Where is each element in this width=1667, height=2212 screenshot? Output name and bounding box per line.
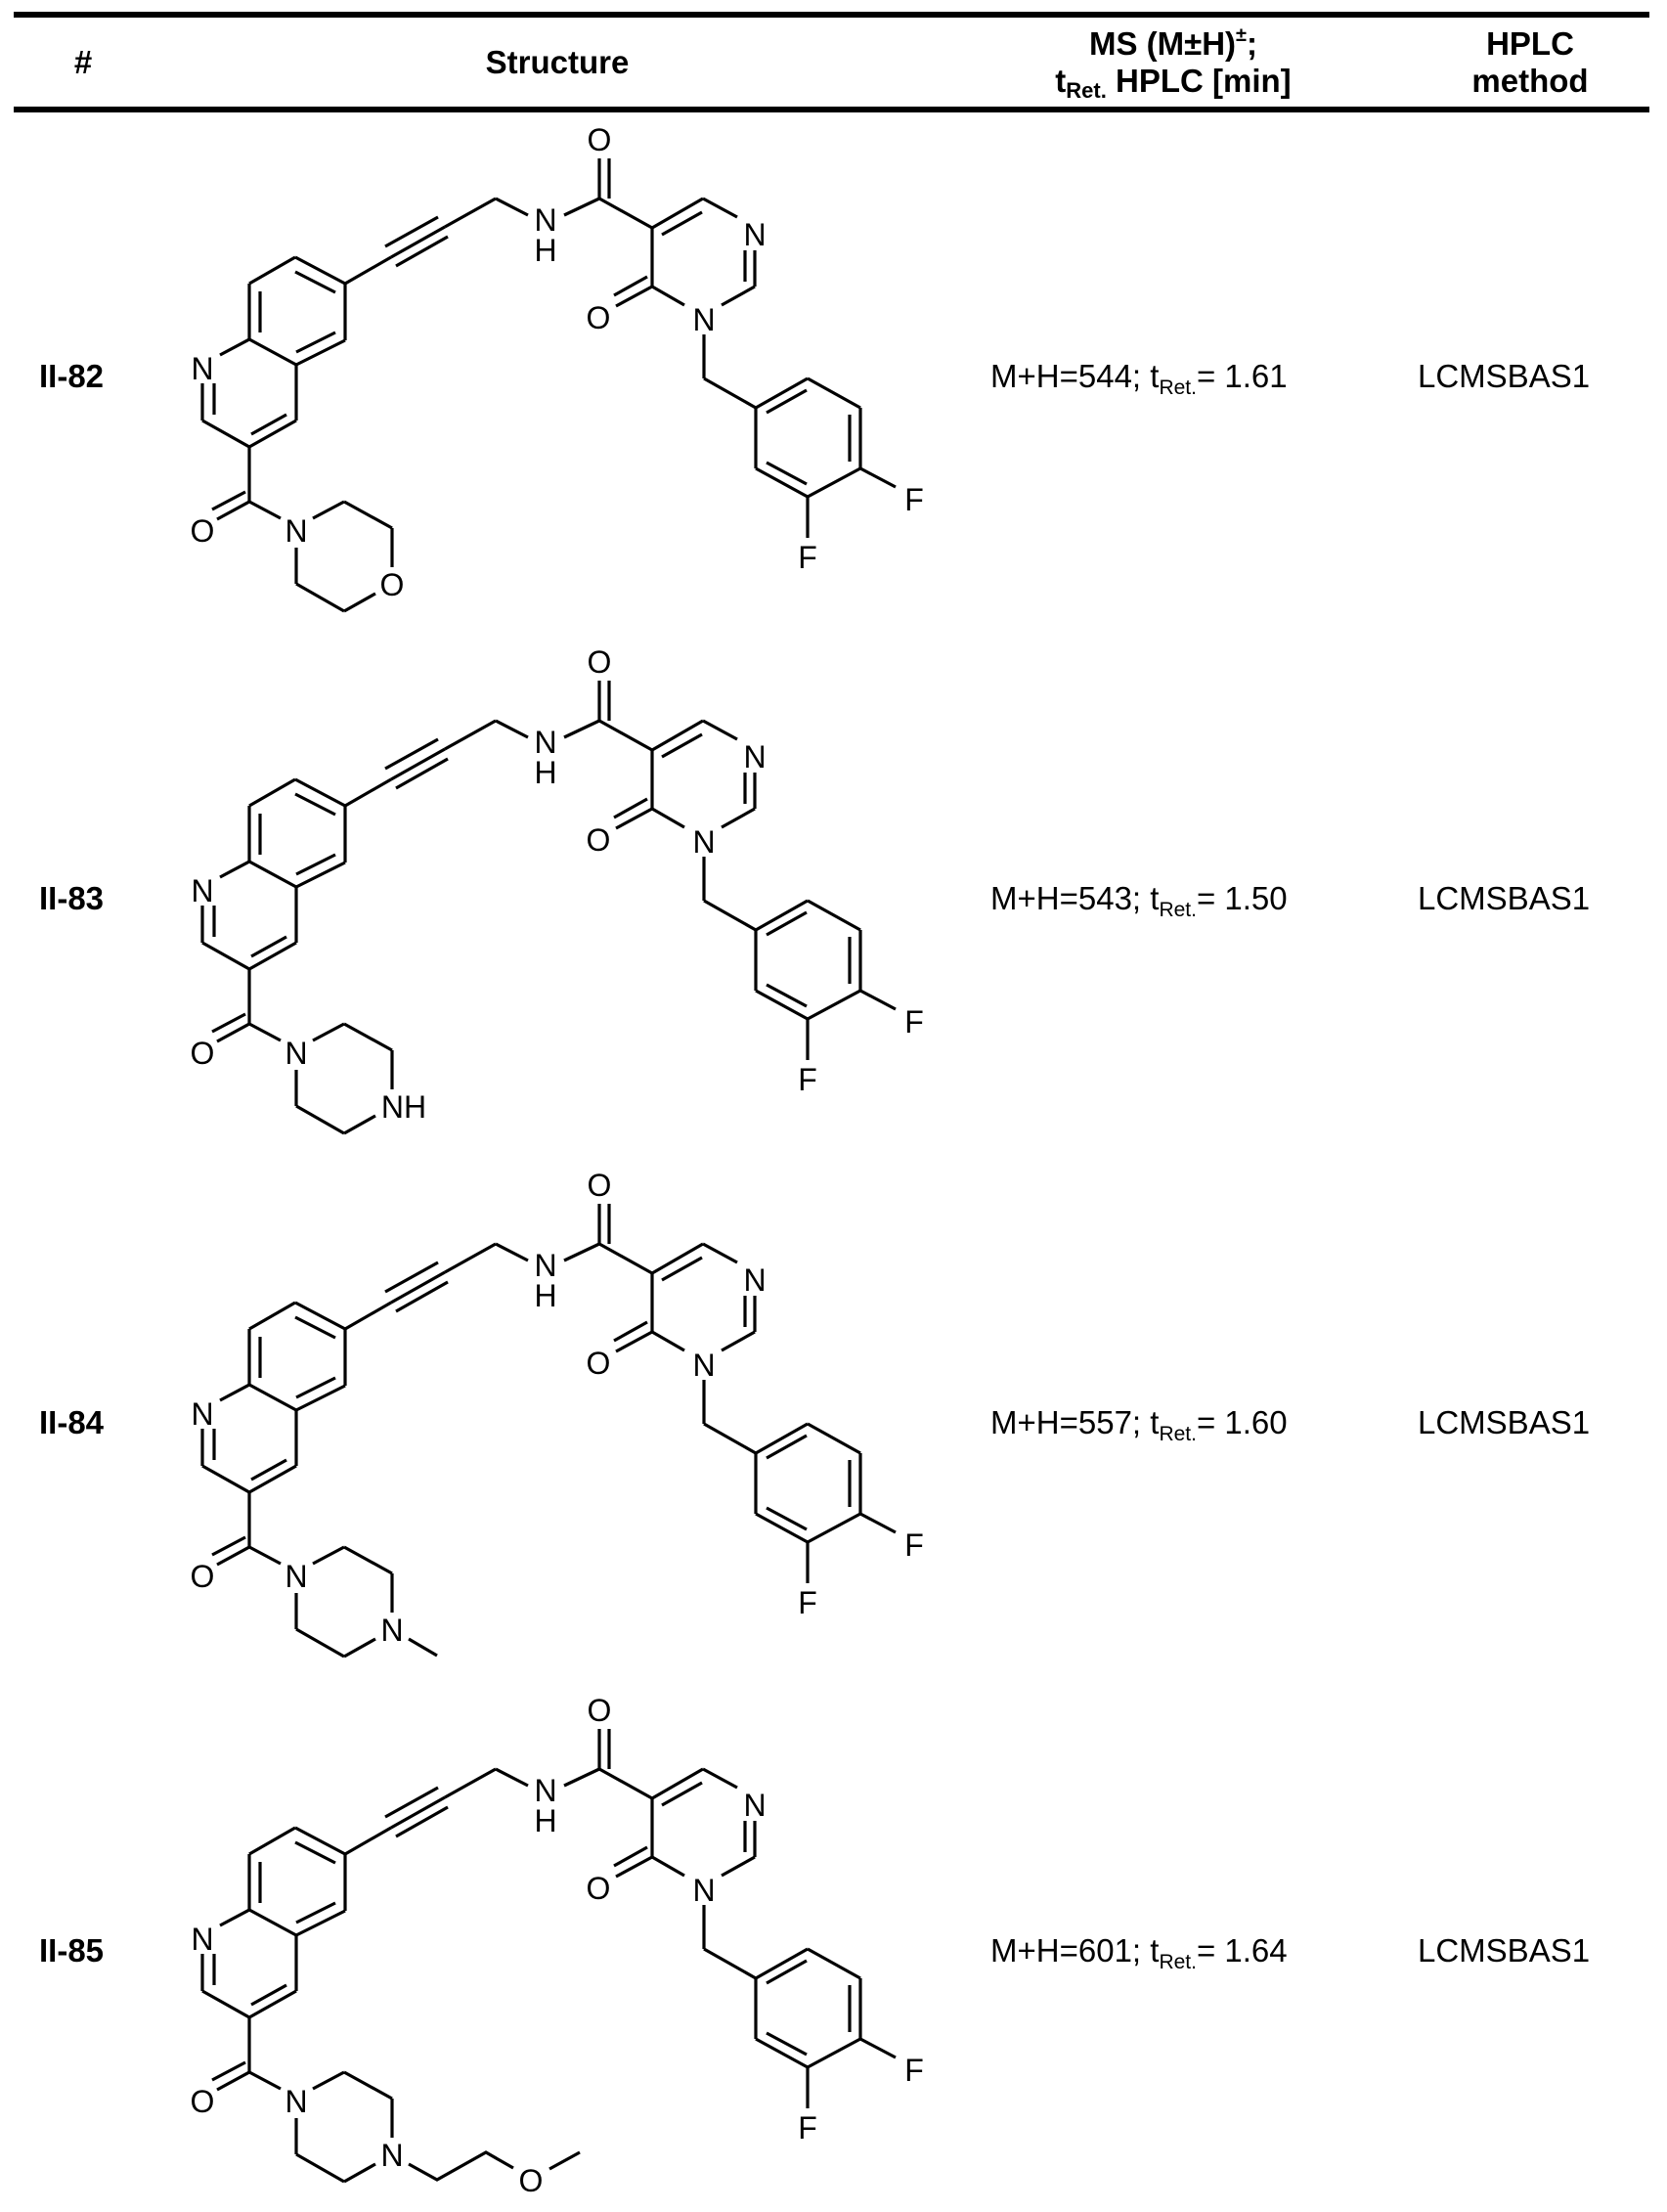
ms-prefix: M+H=543; t — [990, 880, 1160, 916]
header-hplc: HPLC — [1486, 25, 1574, 62]
header-ms-sup: ± — [1236, 24, 1248, 46]
ms-prefix: M+H=544; t — [990, 358, 1160, 394]
ms-value: M+H=601; tRet.= 1.64 — [990, 1932, 1288, 1972]
header-ms-t: t — [1055, 63, 1067, 99]
header-structure: Structure — [485, 44, 630, 80]
row-id: II-82 — [39, 358, 105, 394]
ms-value: M+H=543; tRet.= 1.50 — [990, 880, 1288, 920]
svg-text:N: N — [380, 1613, 403, 1648]
structure-II-84: N — [188, 1166, 926, 1659]
ms-suffix: = 1.64 — [1196, 1932, 1288, 1969]
ms-sub: Ret. — [1159, 376, 1197, 399]
header-hplc-method: HPLC method — [1423, 25, 1638, 100]
ms-suffix: = 1.50 — [1196, 880, 1288, 916]
table-top-rule — [14, 12, 1649, 18]
table-header-bottom-rule — [14, 107, 1649, 112]
hplc-method: LCMSBAS1 — [1418, 1932, 1591, 1969]
ms-prefix: M+H=557; t — [990, 1404, 1160, 1440]
svg-text:O: O — [519, 2163, 544, 2198]
svg-text:NH: NH — [381, 1089, 426, 1125]
svg-text:O: O — [380, 567, 405, 602]
header-ms-sub: Ret. — [1066, 78, 1107, 103]
header-ms-semicolon: ; — [1247, 25, 1258, 62]
hplc-method: LCMSBAS1 — [1418, 358, 1591, 394]
header-ms: MS (M±H)±; tRet. HPLC [min] — [1007, 24, 1339, 103]
row-id: II-83 — [39, 880, 105, 916]
header-ms-line2: HPLC [min] — [1106, 63, 1292, 99]
ms-value: M+H=544; tRet.= 1.61 — [990, 358, 1288, 398]
header-method: method — [1471, 63, 1589, 99]
row-id: II-84 — [39, 1404, 105, 1440]
ms-value: M+H=557; tRet.= 1.60 — [990, 1404, 1288, 1444]
ms-suffix: = 1.60 — [1196, 1404, 1288, 1440]
hplc-method: LCMSBAS1 — [1418, 880, 1591, 916]
row-id: II-85 — [39, 1932, 105, 1969]
structure-II-83: NH — [188, 642, 926, 1135]
svg-text:N: N — [380, 2138, 403, 2173]
header-ms-line1: MS (M±H) — [1088, 25, 1237, 62]
ms-sub: Ret. — [1159, 1423, 1197, 1445]
header-index: # — [73, 44, 93, 80]
structure-II-85: N O — [188, 1691, 926, 2198]
ms-prefix: M+H=601; t — [990, 1932, 1160, 1969]
ms-suffix: = 1.61 — [1196, 358, 1288, 394]
ms-sub: Ret. — [1159, 899, 1197, 921]
structure-II-82: O — [188, 120, 926, 613]
hplc-method: LCMSBAS1 — [1418, 1404, 1591, 1440]
ms-sub: Ret. — [1159, 1951, 1197, 1973]
